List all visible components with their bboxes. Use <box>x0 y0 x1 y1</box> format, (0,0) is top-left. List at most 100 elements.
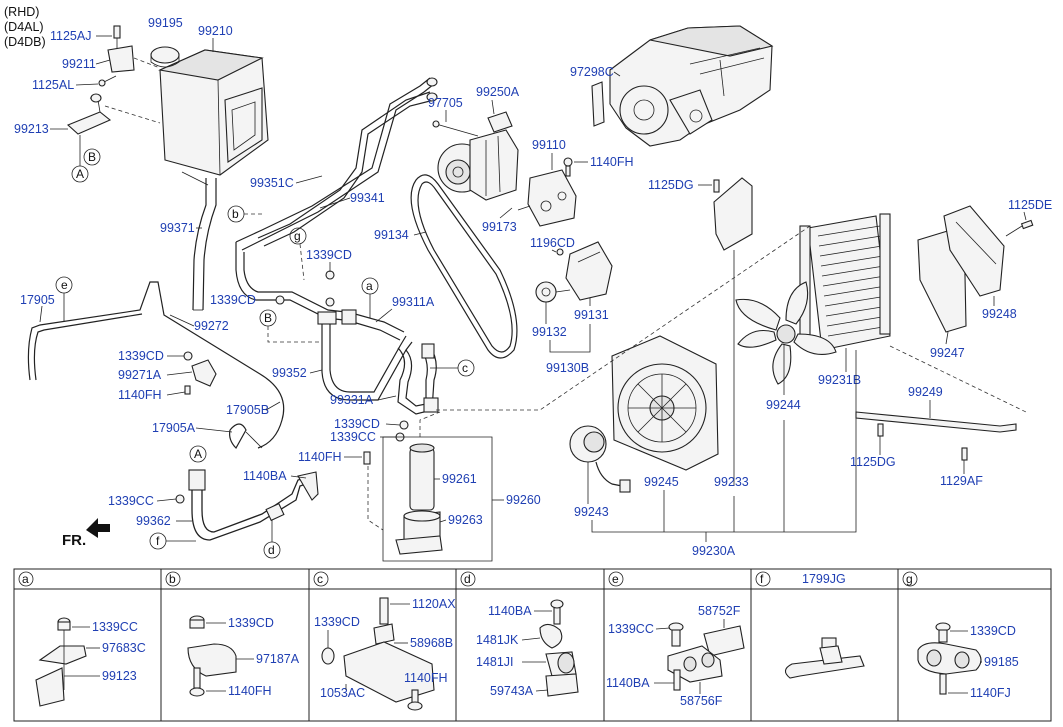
label-99210[interactable]: 99210 <box>198 24 233 38</box>
label-1140fh-a[interactable]: 1140FH <box>118 388 162 402</box>
label-99311a[interactable]: 99311A <box>392 295 435 309</box>
label-97705[interactable]: 97705 <box>428 96 463 110</box>
label-1339cc-b[interactable]: 1339CC <box>330 430 376 444</box>
legend-a-99123[interactable]: 99123 <box>102 669 137 683</box>
label-1140fh-b[interactable]: 1140FH <box>298 450 342 464</box>
legend-a-97683c[interactable]: 97683C <box>102 641 146 655</box>
legend-header-circle-g <box>902 571 918 587</box>
label-99362[interactable]: 99362 <box>136 514 171 528</box>
legend-c-1120ax[interactable]: 1120AX <box>412 597 456 611</box>
label-99131[interactable]: 99131 <box>574 308 609 322</box>
label-1339cd-d[interactable]: 1339CD <box>334 417 380 431</box>
label-1339cd-c[interactable]: 1339CD <box>210 293 256 307</box>
legend-d-59743a[interactable]: 59743A <box>490 684 534 698</box>
label-99231b[interactable]: 99231B <box>818 373 861 387</box>
label-17905b[interactable]: 17905B <box>226 403 269 417</box>
leader-99230a <box>591 350 857 533</box>
legend-f-title[interactable]: 1799JG <box>802 572 846 586</box>
legend-c-1339cd[interactable]: 1339CD <box>314 615 360 629</box>
label-1125dg-b[interactable]: 1125DG <box>850 455 896 469</box>
callout-circle-A2 <box>189 445 207 463</box>
label-17905a[interactable]: 17905A <box>152 421 196 435</box>
label-99233[interactable]: 99233 <box>714 475 749 489</box>
label-99249[interactable]: 99249 <box>908 385 943 399</box>
legend-b-drawing <box>187 615 237 697</box>
label-1339cd-a[interactable]: 1339CD <box>118 349 164 363</box>
legend-e-1339cc[interactable]: 1339CC <box>608 622 654 636</box>
legend-b-1339cd[interactable]: 1339CD <box>228 616 274 630</box>
label-1125aj[interactable]: 1125AJ <box>50 29 91 43</box>
label-99248[interactable]: 99248 <box>982 307 1017 321</box>
condenser-drawing <box>799 213 891 351</box>
label-99132[interactable]: 99132 <box>532 325 567 339</box>
label-99331a[interactable]: 99331A <box>330 393 374 407</box>
legend-c-1053ac[interactable]: 1053AC <box>320 686 365 700</box>
label-99263[interactable]: 99263 <box>448 513 483 527</box>
label-97298c[interactable]: 97298C <box>570 65 614 79</box>
callout-a1: a <box>366 279 373 293</box>
label-99213[interactable]: 99213 <box>14 122 49 136</box>
legend-c-58968b[interactable]: 58968B <box>410 636 453 650</box>
label-99250a[interactable]: 99250A <box>476 85 520 99</box>
legend-header-g: g <box>906 572 913 586</box>
legend-e-1140ba[interactable]: 1140BA <box>606 676 650 690</box>
label-99260[interactable]: 99260 <box>506 493 541 507</box>
legend-c-drawing <box>321 597 435 711</box>
callout-circle-g1 <box>289 227 307 245</box>
callout-g1: g <box>294 229 301 243</box>
label-99272[interactable]: 99272 <box>194 319 229 333</box>
label-99271a[interactable]: 99271A <box>118 368 162 382</box>
callout-d1: d <box>268 543 275 557</box>
callout-e1: e <box>61 278 68 292</box>
legend-d-1140ba[interactable]: 1140BA <box>488 604 532 618</box>
legend-g-99185[interactable]: 99185 <box>984 655 1019 669</box>
label-99245[interactable]: 99245 <box>644 475 679 489</box>
legend-header-circle-c <box>313 571 329 587</box>
legend-c-1140fh[interactable]: 1140FH <box>404 671 448 685</box>
label-1140ba[interactable]: 1140BA <box>243 469 287 483</box>
variant-rhd: (RHD) <box>4 5 39 19</box>
legend-d-1481ji[interactable]: 1481JI <box>476 655 514 669</box>
label-1125al[interactable]: 1125AL <box>32 78 74 92</box>
label-99173[interactable]: 99173 <box>482 220 517 234</box>
legend-g-drawing <box>917 622 982 695</box>
label-99247[interactable]: 99247 <box>930 346 965 360</box>
legend-b-1140fh[interactable]: 1140FH <box>228 684 272 698</box>
label-1125de[interactable]: 1125DE <box>1008 198 1052 212</box>
label-99351c[interactable]: 99351C <box>250 176 294 190</box>
legend-e-58752f[interactable]: 58752F <box>698 604 741 618</box>
label-99110[interactable]: 99110 <box>532 138 566 152</box>
label-99195[interactable]: 99195 <box>148 16 183 30</box>
label-99341[interactable]: 99341 <box>350 191 385 205</box>
compressor-drawing <box>437 111 519 201</box>
label-1339cd-b[interactable]: 1339CD <box>306 248 352 262</box>
label-99134[interactable]: 99134 <box>374 228 409 242</box>
label-99230a[interactable]: 99230A <box>692 544 736 558</box>
legend-d-drawing <box>539 599 579 697</box>
label-99352[interactable]: 99352 <box>272 366 307 380</box>
receiver-drier-drawing <box>382 411 493 562</box>
legend-g-1140fj[interactable]: 1140FJ <box>970 686 1011 700</box>
bracket-99110-drawing <box>517 157 577 227</box>
label-1125dg-a[interactable]: 1125DG <box>648 178 694 192</box>
label-1140fh-c[interactable]: 1140FH <box>590 155 634 169</box>
label-99130b[interactable]: 99130B <box>546 361 589 375</box>
label-1339cc-a[interactable]: 1339CC <box>108 494 154 508</box>
label-99261[interactable]: 99261 <box>442 472 477 486</box>
legend-g-1339cd[interactable]: 1339CD <box>970 624 1016 638</box>
label-1196cd[interactable]: 1196CD <box>530 236 575 250</box>
label-99244[interactable]: 99244 <box>766 398 801 412</box>
legend-d-1481jk[interactable]: 1481JK <box>476 633 519 647</box>
label-17905[interactable]: 17905 <box>20 293 55 307</box>
legend-a-1339cc[interactable]: 1339CC <box>92 620 138 634</box>
legend-b-97187a[interactable]: 97187A <box>256 652 300 666</box>
legend-e-58756f[interactable]: 58756F <box>680 694 723 708</box>
label-99211[interactable]: 99211 <box>62 57 96 71</box>
label-1129af[interactable]: 1129AF <box>940 474 983 488</box>
legend-header-c: c <box>317 572 323 586</box>
compressor-bolt-drawing <box>432 120 479 137</box>
label-99243[interactable]: 99243 <box>574 505 609 519</box>
label-99371[interactable]: 99371 <box>160 221 195 235</box>
front-arrow-icon <box>86 518 110 538</box>
tensioner-drawing <box>535 241 613 303</box>
